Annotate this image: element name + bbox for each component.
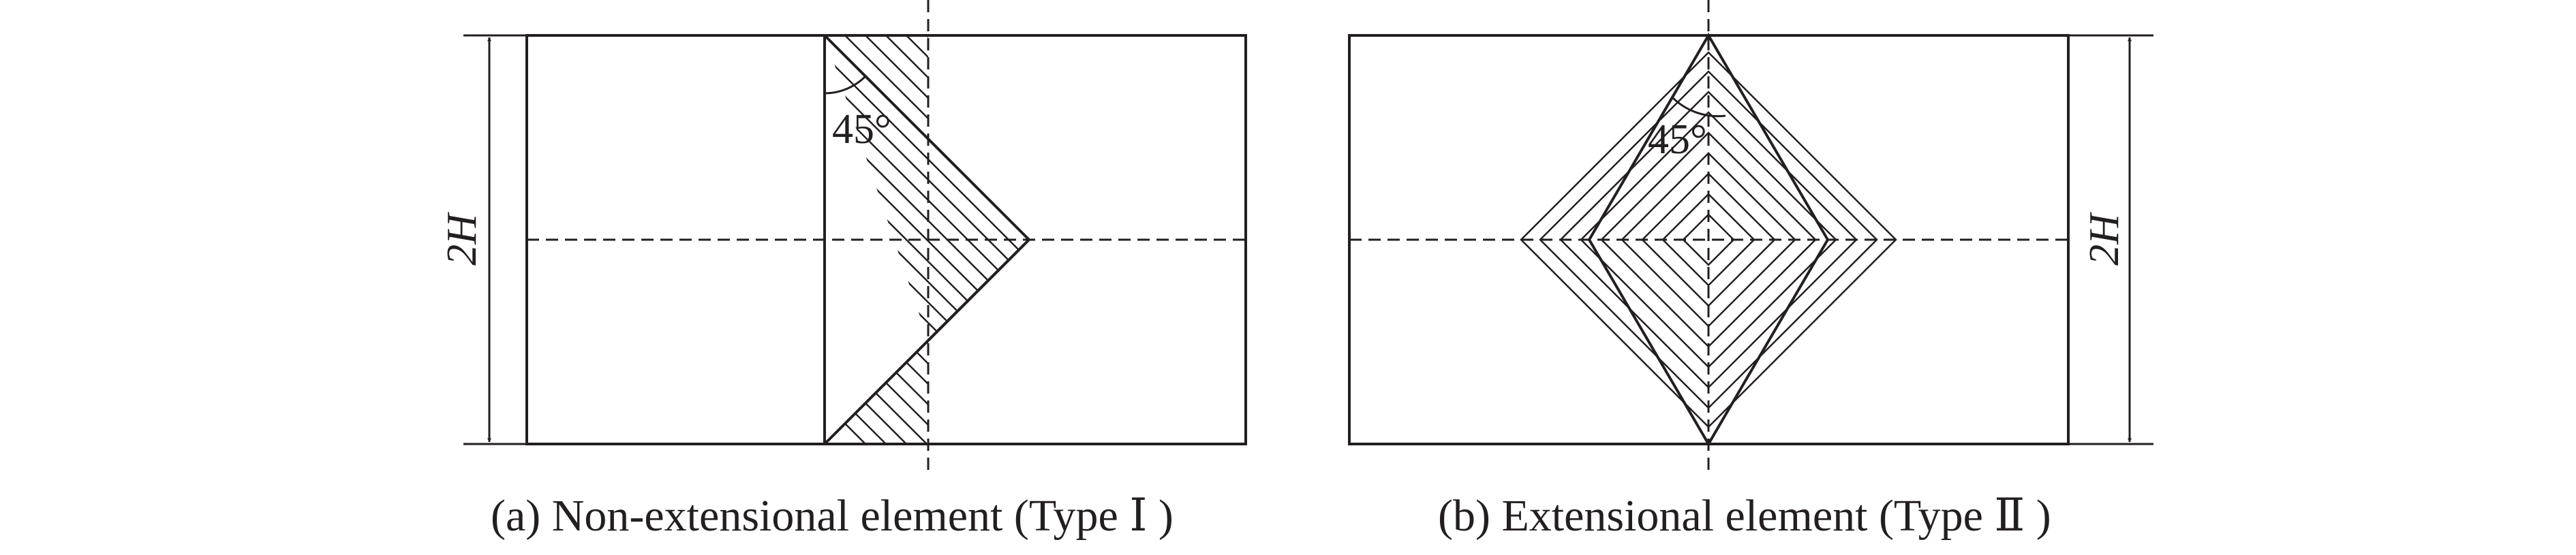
panel-a-diagram bbox=[463, 0, 1247, 477]
panel-b-diagram bbox=[1348, 0, 2153, 477]
panel-b-angle-label: 45° bbox=[1648, 116, 1707, 163]
panel-b-caption: (b) Extensional element (Type Ⅱ ) bbox=[1438, 491, 2051, 541]
panel-a-dimension-label: 2H bbox=[439, 212, 485, 266]
panel-b-angle-arc bbox=[1670, 95, 1726, 118]
panel-b-dimension-label: 2H bbox=[2081, 212, 2128, 266]
panel-a-angle-arc bbox=[824, 75, 867, 95]
panel-a-angle-label: 45° bbox=[832, 106, 891, 153]
panel-a-wedge-inner-edge bbox=[927, 244, 1025, 342]
panel-a-caption: (a) Non-extensional element (Type Ⅰ ) bbox=[491, 491, 1174, 541]
